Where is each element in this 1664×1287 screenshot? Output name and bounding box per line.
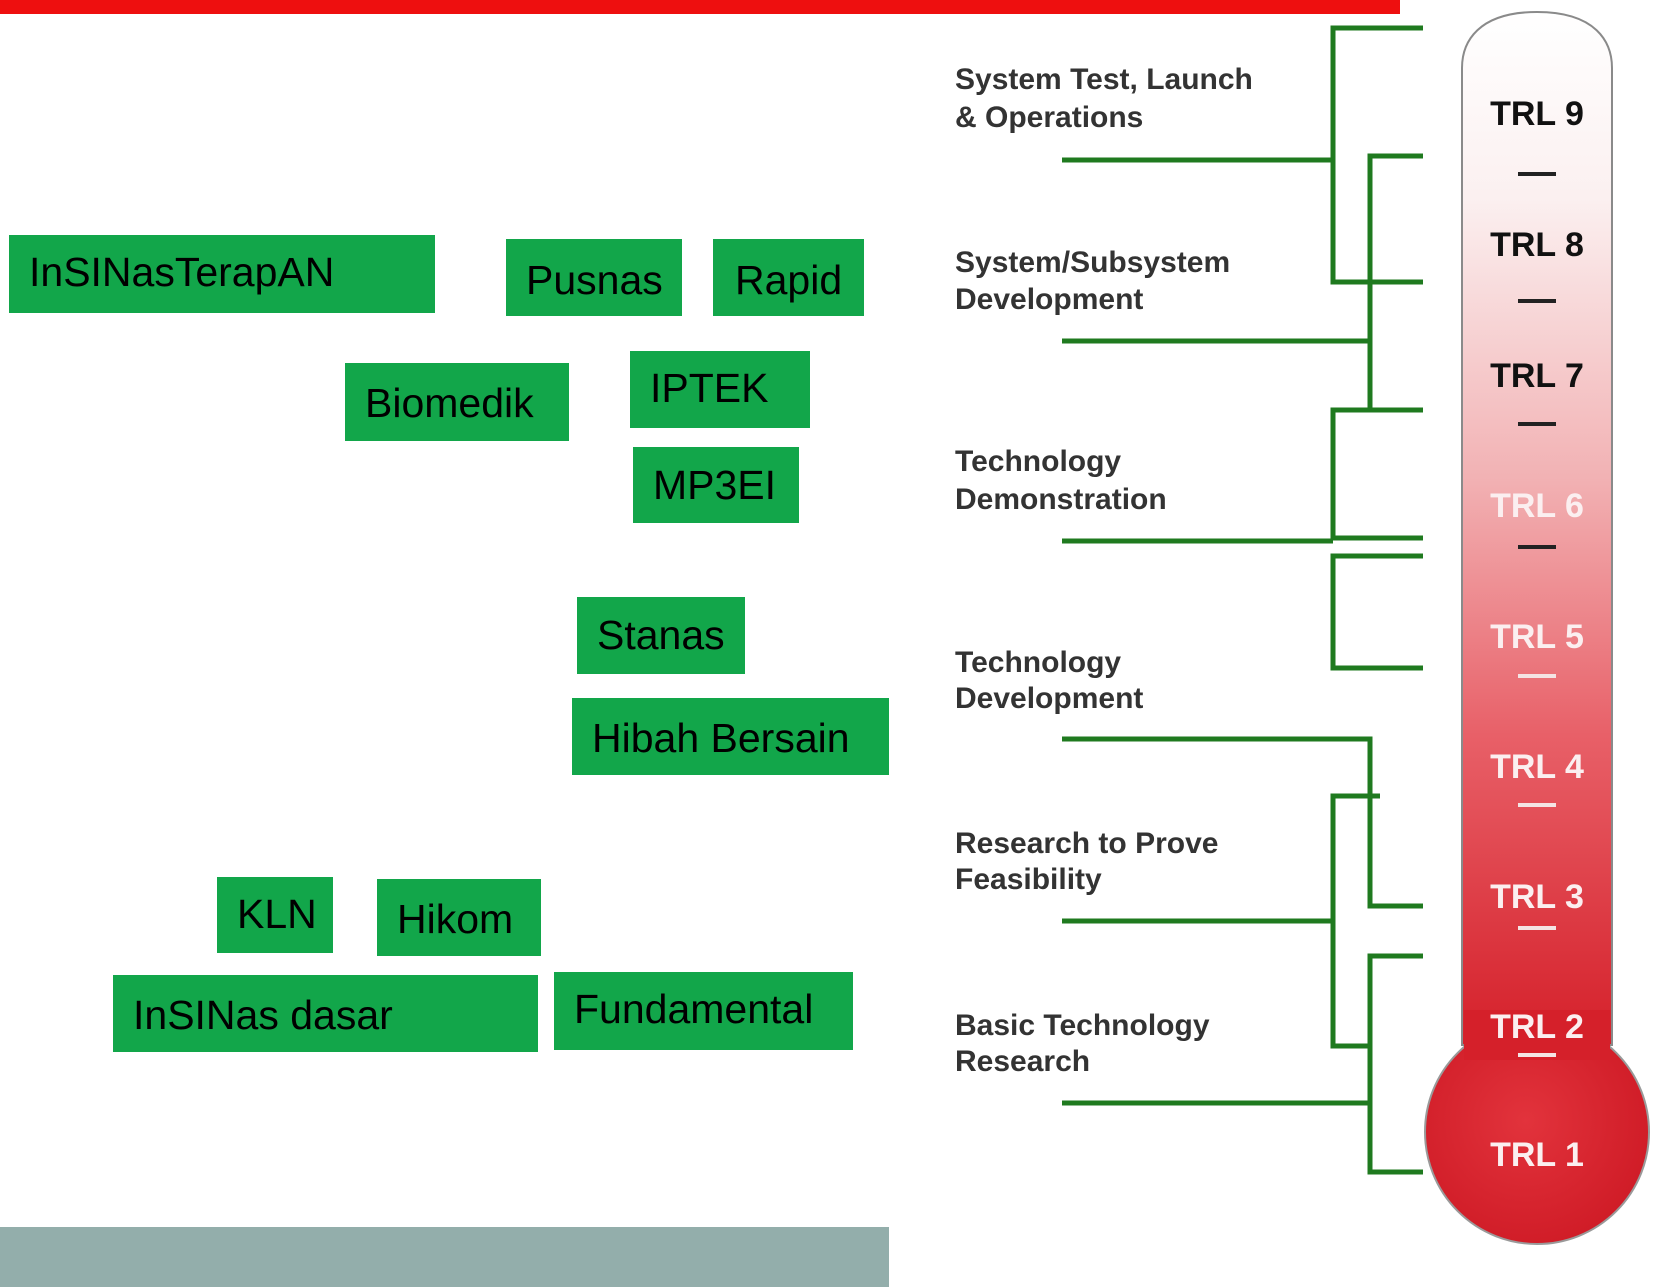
- stage-label-line2: & Operations: [955, 101, 1143, 134]
- stage-label-line1: System/Subsystem: [955, 246, 1230, 279]
- program-box-biomedik: Biomedik: [345, 363, 569, 441]
- thermometer: TRL 9 TRL 8 TRL 7 TRL 6 TRL 5 TRL 4 TRL …: [1424, 10, 1650, 1245]
- program-box-stanas: Stanas: [577, 597, 745, 674]
- trl-1-label: TRL 1: [1490, 1136, 1584, 1174]
- header-red-bar: [0, 0, 1400, 14]
- trl-2-label: TRL 2: [1490, 1008, 1584, 1046]
- trl-5-label: TRL 5: [1490, 618, 1584, 656]
- stage-label-line2: Feasibility: [955, 863, 1102, 896]
- trl-3-label: TRL 3: [1490, 878, 1584, 916]
- stage-label-line2: Demonstration: [955, 483, 1167, 516]
- trl-separators: [1518, 172, 1556, 1057]
- stage-label-line1: Basic Technology: [955, 1009, 1210, 1042]
- program-box-insinas-terapan: InSINasTerapAN: [9, 235, 435, 313]
- bulb-neck: [1464, 1010, 1610, 1060]
- footer-band: [0, 1227, 889, 1287]
- stage-label-line2: Research: [955, 1045, 1090, 1078]
- program-box-fundamental: Fundamental: [554, 972, 853, 1050]
- program-box-pusnas: Pusnas: [506, 239, 682, 316]
- stage-label-line1: Research to Prove: [955, 827, 1218, 860]
- trl-9-label: TRL 9: [1490, 95, 1584, 133]
- stage-labels: System Test, Launch & Operations System/…: [955, 63, 1253, 1078]
- stage-brackets: [1062, 25, 1423, 1175]
- trl-8-label: TRL 8: [1490, 226, 1584, 264]
- stage-label-line1: Technology: [955, 445, 1121, 478]
- trl-7-label: TRL 7: [1490, 357, 1584, 395]
- trl-4-label: TRL 4: [1490, 748, 1584, 786]
- program-box-hikom: Hikom: [377, 879, 541, 956]
- program-box-hibah-bersain: Hibah Bersain: [572, 698, 889, 775]
- stage-label-line1: System Test, Launch: [955, 63, 1253, 96]
- thermometer-tube: [1461, 10, 1613, 1046]
- program-box-insinas-dasar: InSINas dasar: [113, 975, 538, 1052]
- trl-6-label: TRL 6: [1490, 487, 1584, 525]
- program-box-kln: KLN: [217, 877, 333, 953]
- program-box-mp3ei: MP3EI: [633, 447, 799, 523]
- program-box-rapid: Rapid: [713, 239, 864, 316]
- program-box-iptek: IPTEK: [630, 351, 810, 428]
- stage-label-line2: Development: [955, 283, 1143, 316]
- stage-label-line2: Development: [955, 682, 1143, 715]
- stage-label-line1: Technology: [955, 646, 1121, 679]
